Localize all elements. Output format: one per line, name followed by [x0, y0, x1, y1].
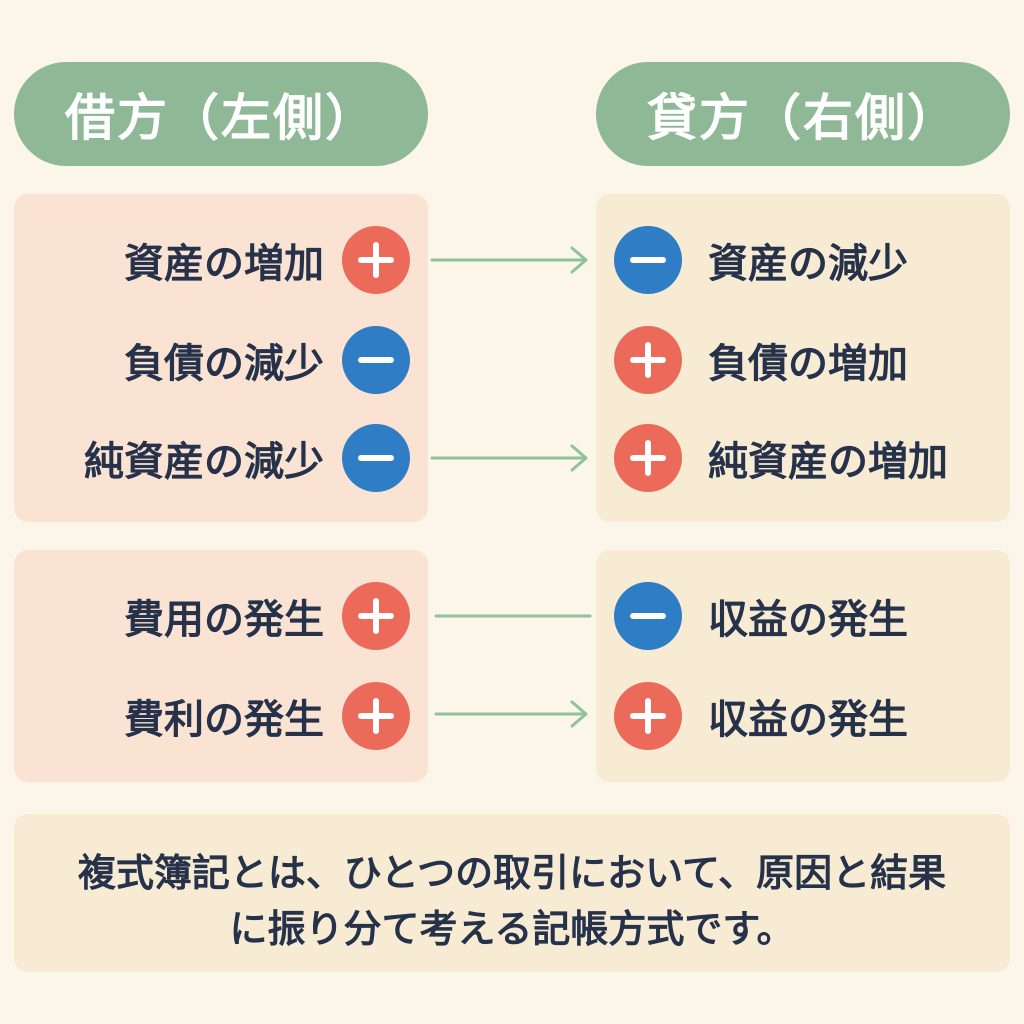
debit-entry-label: 負債の減少 — [124, 341, 324, 387]
debit-entry-asset-increase: 資産の増加 — [124, 225, 410, 295]
explanation-line-1: 複式簿記とは、ひとつの取引において、原因と結果 — [77, 851, 947, 895]
debit-entry-label: 資産の増加 — [124, 241, 324, 287]
credit-entry-label: 収益の発生 — [708, 697, 908, 743]
minus-icon — [614, 226, 682, 294]
plus-icon — [614, 326, 682, 394]
credit-entry-label: 純資産の増加 — [708, 439, 948, 485]
credit-entry-label: 負債の増加 — [708, 341, 908, 387]
credit-entry-label: 資産の減少 — [708, 241, 908, 287]
arrow-expense-revenue-head — [570, 700, 588, 728]
arrow-asset-head — [570, 246, 588, 274]
debit-entry-label: 費利の発生 — [124, 697, 324, 743]
plus-icon — [342, 682, 410, 750]
minus-icon — [342, 326, 410, 394]
debit-entry-label: 費用の発生 — [124, 597, 324, 643]
plus-icon — [614, 424, 682, 492]
debit-entry-equity-decrease: 純資産の減少 — [84, 423, 410, 493]
credit-entry-revenue: 収益の発生 — [614, 581, 908, 651]
credit-entry-asset-decrease: 資産の減少 — [614, 225, 908, 295]
credit-entry-label: 収益の発生 — [708, 597, 908, 643]
credit-entry-revenue-2: 収益の発生 — [614, 681, 908, 751]
debit-header: 借方（左側） — [14, 62, 428, 166]
credit-header: 貸方（右側） — [596, 62, 1010, 166]
credit-entry-liability-increase: 負債の増加 — [614, 325, 908, 395]
debit-entry-label: 純資産の減少 — [84, 439, 324, 485]
debit-entry-expense: 費用の発生 — [124, 581, 410, 651]
arrow-equity-head — [570, 444, 588, 472]
debit-entry-expense-2: 費利の発生 — [124, 681, 410, 751]
minus-icon — [614, 582, 682, 650]
credit-entry-equity-increase: 純資産の増加 — [614, 423, 948, 493]
plus-icon — [614, 682, 682, 750]
plus-icon — [342, 226, 410, 294]
debit-entry-liability-decrease: 負債の減少 — [124, 325, 410, 395]
minus-icon — [342, 424, 410, 492]
explanation-box — [14, 814, 1010, 972]
explanation-line-2: に振り分て考える記帳方式です。 — [229, 907, 795, 951]
plus-icon — [342, 582, 410, 650]
